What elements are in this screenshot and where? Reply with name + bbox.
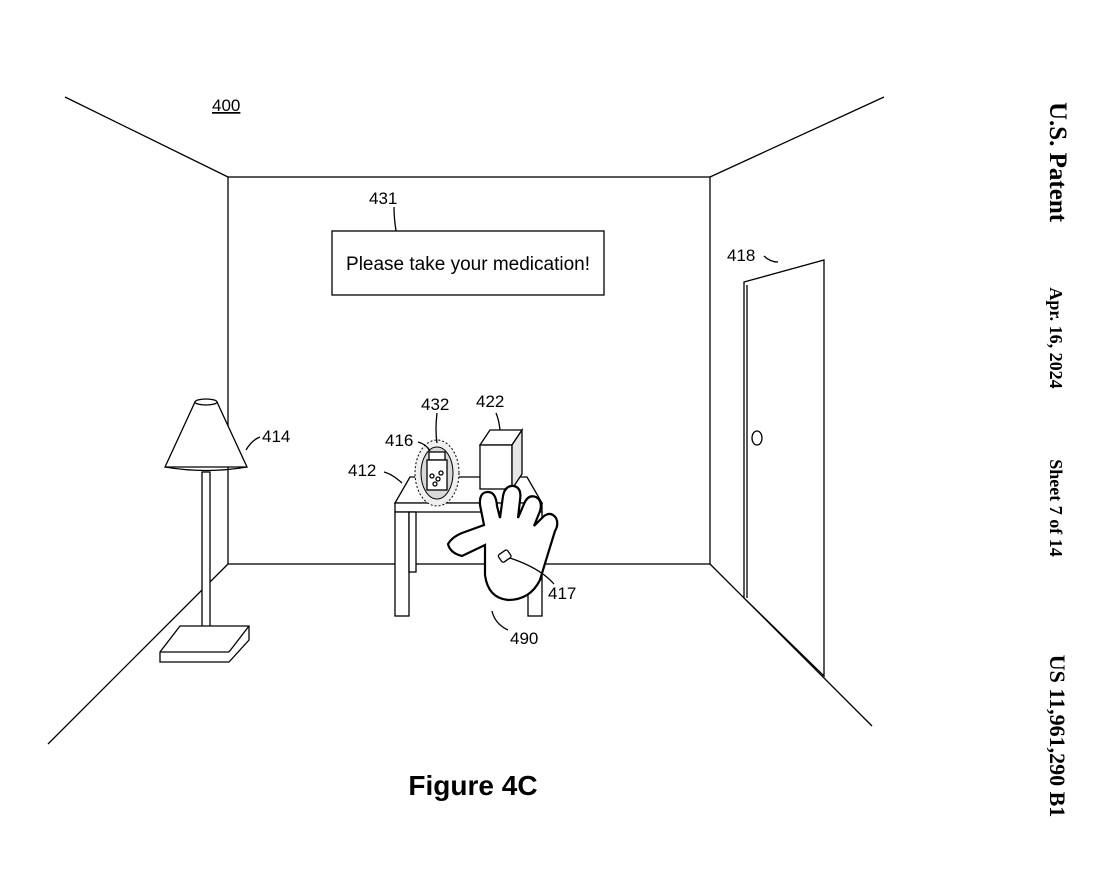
leader-412 (383, 471, 403, 484)
label-400: 400 (212, 96, 240, 115)
patent-header: U.S. Patent Apr. 16, 2024 Sheet 7 of 14 … (1044, 102, 1071, 817)
label-417: 417 (548, 584, 576, 603)
label-490: 490 (510, 629, 538, 648)
notification-text: Please take your medication! (346, 254, 590, 275)
back-wall (227, 176, 711, 565)
room (47, 96, 885, 745)
lamp-base (159, 625, 250, 663)
header-patent-number: US 11,961,290 B1 (1045, 655, 1070, 818)
reference-labels: 400 431 Please take your medication! 418… (212, 96, 755, 648)
notification-panel (331, 206, 605, 296)
label-432: 432 (421, 395, 449, 414)
label-416: 416 (385, 431, 413, 450)
figure-caption: Figure 4C (408, 770, 537, 801)
marker-device (497, 549, 512, 563)
floor-edge-left (47, 563, 229, 745)
lamp-base-edge-2 (228, 625, 250, 653)
table-leg-back-left (408, 511, 417, 573)
pill (438, 470, 444, 476)
header-date: Apr. 16, 2024 (1046, 287, 1066, 388)
pill-bottle-group (414, 412, 460, 507)
door-panel (743, 259, 825, 678)
ceiling-edge-left (64, 96, 229, 178)
lamp-shade-top (194, 398, 218, 406)
box-side (511, 427, 523, 492)
label-431: 431 (369, 189, 397, 208)
leader-490 (491, 610, 509, 631)
table-leg-front-left (394, 511, 410, 617)
box-front (479, 444, 513, 490)
floor-lamp (159, 398, 261, 663)
hand-outline (446, 484, 559, 602)
header-publisher: U.S. Patent (1044, 102, 1071, 223)
lamp-pole (201, 471, 211, 641)
pill (432, 481, 438, 487)
header-sheet: Sheet 7 of 14 (1046, 459, 1066, 557)
door-knob (751, 430, 763, 446)
bottle-cap (428, 451, 446, 461)
leader-431 (393, 206, 397, 232)
pill-bottle (426, 459, 448, 491)
notification-box (331, 230, 605, 296)
box (478, 412, 524, 492)
leader-416 (417, 441, 431, 452)
floor-edge-right (709, 563, 873, 727)
lamp-shade (163, 401, 249, 468)
door (743, 255, 825, 678)
hand (446, 484, 559, 631)
leader-432 (435, 412, 438, 444)
pill (435, 476, 441, 482)
leader-422 (495, 412, 501, 431)
leader-417 (509, 557, 555, 585)
label-422: 422 (476, 392, 504, 411)
leader-418 (763, 255, 779, 263)
label-412: 412 (348, 461, 376, 480)
lamp-shade-rim (164, 466, 248, 472)
leader-414 (245, 436, 261, 451)
pill (429, 473, 435, 479)
ceiling-edge-right (709, 96, 885, 178)
label-418: 418 (727, 246, 755, 265)
label-414: 414 (262, 427, 290, 446)
